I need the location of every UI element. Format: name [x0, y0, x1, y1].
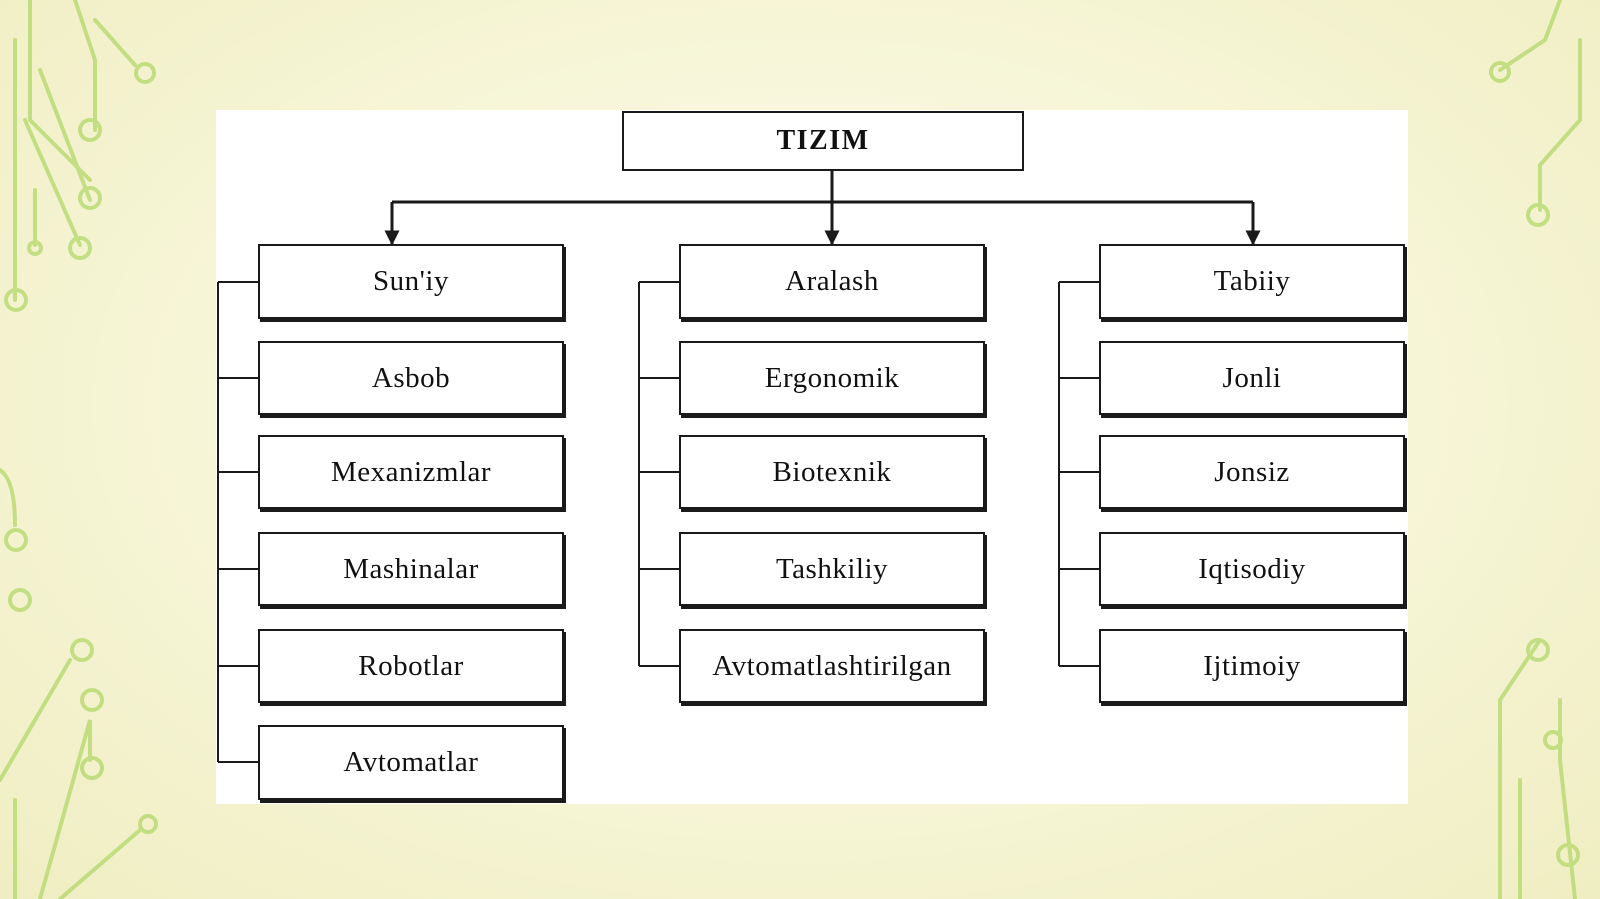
item-node-biotexnik: Biotexnik: [679, 435, 985, 509]
item-label: Biotexnik: [772, 455, 892, 488]
category-node-suniy: Sun'iy: [258, 244, 564, 319]
item-label: Iqtisodiy: [1198, 552, 1306, 585]
item-node-robotlar: Robotlar: [258, 629, 564, 703]
category-label: Tabiiy: [1213, 265, 1291, 297]
item-node-jonli: Jonli: [1099, 341, 1405, 415]
item-label: Robotlar: [358, 649, 464, 682]
category-node-aralash: Aralash: [679, 244, 985, 319]
item-node-jonsiz: Jonsiz: [1099, 435, 1405, 509]
item-label: Asbob: [371, 361, 451, 394]
item-label: Ijtimoiy: [1203, 649, 1301, 682]
item-node-asbob: Asbob: [258, 341, 564, 415]
item-label: Ergonomik: [764, 361, 900, 394]
category-node-tabiiy: Tabiiy: [1099, 244, 1405, 319]
item-node-ijtimoiy: Ijtimoiy: [1099, 629, 1405, 703]
item-node-tashkiliy: Tashkiliy: [679, 532, 985, 606]
category-label: Aralash: [785, 265, 879, 297]
item-node-avtomatlashtirilgan: Avtomatlashtirilgan: [679, 629, 985, 703]
item-label: Mexanizmlar: [330, 455, 492, 488]
item-node-mexanizmlar: Mexanizmlar: [258, 435, 564, 509]
item-node-mashinalar: Mashinalar: [258, 532, 564, 606]
item-node-iqtisodiy: Iqtisodiy: [1099, 532, 1405, 606]
root-node: TIZIM: [622, 111, 1024, 171]
item-label: Avtomatlar: [343, 746, 479, 778]
item-label: Jonsiz: [1214, 455, 1290, 488]
item-label: Mashinalar: [343, 552, 479, 585]
category-label: Sun'iy: [373, 265, 449, 297]
item-label: Avtomatlashtirilgan: [712, 649, 952, 682]
root-node-label: TIZIM: [776, 125, 870, 156]
item-label: Jonli: [1222, 361, 1282, 394]
item-node-avtomatlar: Avtomatlar: [258, 725, 564, 800]
item-node-ergonomik: Ergonomik: [679, 341, 985, 415]
item-label: Tashkiliy: [775, 552, 889, 585]
